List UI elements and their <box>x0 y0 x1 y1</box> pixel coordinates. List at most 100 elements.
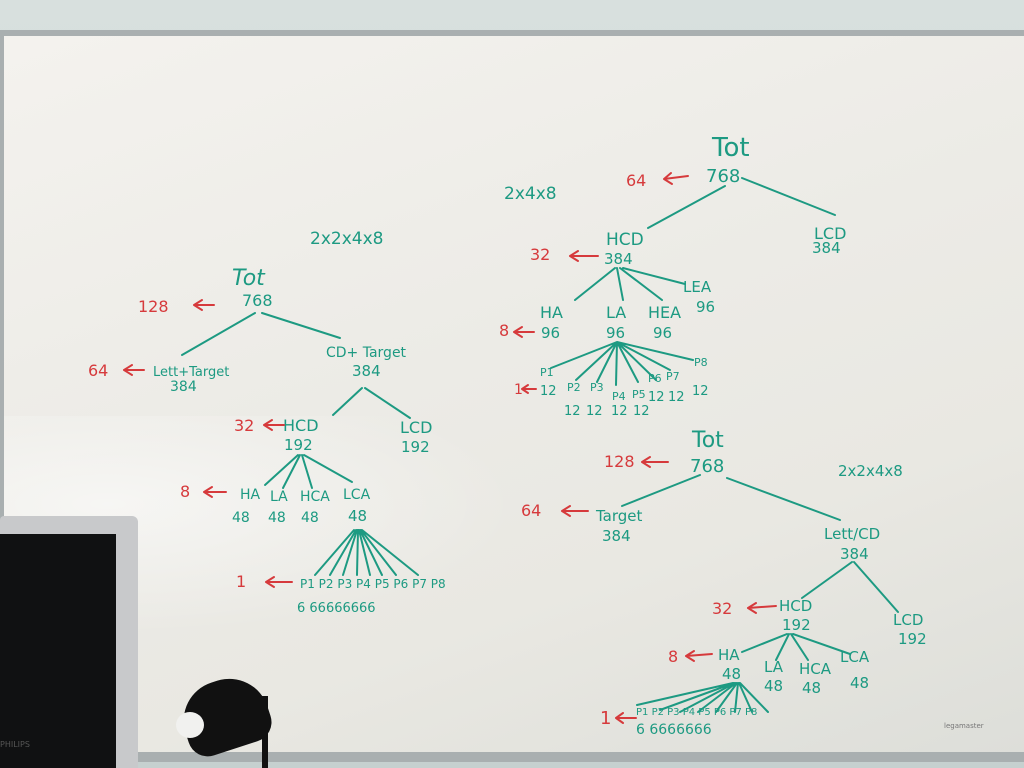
tree3-l4-labels: P1 P2 P3 P4 P5 P6 P7 P8 <box>636 707 757 718</box>
tree3-l3-label-1: HA <box>718 646 740 664</box>
tree2-l3-label-3: P3 <box>590 381 604 394</box>
board-logo: legamaster <box>944 722 984 730</box>
desk-lamp-bulb <box>176 712 204 738</box>
tree3-l4-values: 6 6666666 <box>636 722 712 738</box>
tree3-l2-right-label: LCD <box>893 611 923 629</box>
tree3-l2-left-label: HCD <box>779 597 812 615</box>
tree2-l3-value-6: 12 <box>648 390 665 405</box>
tree3-l1-arrow <box>561 505 589 517</box>
monitor-brand: PHILIPS <box>0 740 30 749</box>
tree1-l2-left-label: HCD <box>283 416 319 435</box>
tree1-l3-label-1: HA <box>240 487 261 503</box>
tree1-l3-side: 8 <box>180 482 190 501</box>
tree2-l3-label-4: P4 <box>612 390 626 403</box>
tree3-l2-side: 32 <box>712 599 732 618</box>
tree3-l3-value-1: 48 <box>722 665 741 683</box>
tree2-l2-value-4: 96 <box>696 298 715 316</box>
tree-3: 2x2x4x8 Tot 768 128 Target 384 64 Lett/C… <box>521 428 927 738</box>
tree2-l3-value-8: 12 <box>692 384 709 399</box>
tree3-l3-side: 8 <box>668 647 678 666</box>
tree-2: 2x4x8 Tot 768 64 HCD 384 32 LCD 384 LEA … <box>499 133 846 419</box>
tree1-l3-arrow <box>203 486 227 498</box>
tree2-l1-right-value: 384 <box>812 239 841 257</box>
tree1-l2-right-label: LCD <box>400 418 432 437</box>
tree2-l3-value-1: 12 <box>540 384 557 399</box>
tree1-l1-edges <box>332 387 411 419</box>
tree3-formula: 2x2x4x8 <box>838 462 903 480</box>
tree2-l2-label-4: LEA <box>683 278 712 296</box>
tree2-l1-left-label: HCD <box>606 230 644 250</box>
tree1-l4-arrow <box>265 576 293 588</box>
tree3-l4-side: 1 <box>600 708 611 729</box>
tree3-root-label: Tot <box>691 428 724 453</box>
tree2-l3-label-1: P1 <box>540 366 554 379</box>
tree1-l3-value-2: 48 <box>268 510 286 526</box>
tree1-l3-label-2: LA <box>270 489 288 505</box>
tree2-l2-value-2: 96 <box>606 324 625 342</box>
tree1-l1-right-value: 384 <box>352 362 381 380</box>
tree3-l1-right-label: Lett/CD <box>824 525 880 543</box>
tree3-l3-value-2: 48 <box>764 677 783 695</box>
tree2-l3-label-5: P5 <box>632 388 646 401</box>
tree2-l3-value-5: 12 <box>633 404 650 419</box>
tree1-l3-edges <box>314 529 419 576</box>
tree1-formula: 2x2x4x8 <box>310 229 383 249</box>
tree2-l3-label-8: P8 <box>694 356 708 369</box>
tree2-l3-arrow <box>521 384 537 394</box>
monitor <box>0 516 138 768</box>
tree2-root-value: 768 <box>706 166 740 187</box>
tree2-l1-left-value: 384 <box>604 250 633 268</box>
tree2-l3-value-4: 12 <box>611 404 628 419</box>
tree1-l2-side: 32 <box>234 416 254 435</box>
tree-1: 2x2x4x8 Tot 768 128 Lett+Target 384 64 C… <box>88 229 446 616</box>
tree3-l2-right-value: 192 <box>898 630 927 648</box>
tree1-l2-edges <box>264 454 353 489</box>
tree3-l3-label-4: LCA <box>840 648 870 666</box>
tree2-l3-label-7: P7 <box>666 370 680 383</box>
tree2-formula: 2x4x8 <box>504 184 557 204</box>
tree3-l3-label-3: HCA <box>799 660 832 678</box>
tree1-l1-right-label: CD+ Target <box>326 345 407 361</box>
tree3-l1-left-label: Target <box>595 507 643 525</box>
tree3-l2-left-value: 192 <box>782 616 811 634</box>
tree1-l3-label-4: LCA <box>343 487 371 503</box>
tree3-l2-edges <box>741 633 851 661</box>
tree2-l1-right-label: LCD <box>814 224 846 243</box>
tree2-l3-value-2: 12 <box>564 404 581 419</box>
tree3-l1-left-value: 384 <box>602 527 631 545</box>
tree3-root-arrow <box>641 456 669 468</box>
tree2-l1-arrow <box>569 250 599 262</box>
tree2-l1-side: 32 <box>530 245 550 264</box>
tree1-root-label: Tot <box>232 266 266 291</box>
tree2-root-arrow <box>663 172 689 185</box>
tree3-l3-arrow <box>685 650 713 662</box>
tree2-l2-label-1: HA <box>540 303 563 322</box>
tree1-l4-side: 1 <box>236 572 246 591</box>
tree2-root-side: 64 <box>626 171 646 190</box>
tree2-l2-label-2: LA <box>606 303 626 322</box>
tree1-l2-right-value: 192 <box>401 438 430 456</box>
tree3-l1-side: 64 <box>521 501 541 520</box>
tree3-l3-value-3: 48 <box>802 679 821 697</box>
tree3-root-edges <box>621 474 841 521</box>
tree2-l2-label-3: HEA <box>648 303 681 322</box>
tree3-root-side: 128 <box>604 452 635 471</box>
tree3-l4-arrow <box>615 712 637 724</box>
tree1-root-edges <box>181 312 341 356</box>
tree2-l1-edges <box>574 267 686 301</box>
tree2-root-label: Tot <box>711 133 750 163</box>
tree1-l3-value-4: 48 <box>348 507 367 525</box>
tree1-l4-labels: P1 P2 P3 P4 P5 P6 P7 P8 <box>300 577 446 591</box>
tree2-l2-value-3: 96 <box>653 324 672 342</box>
tree1-l1-left-value: 384 <box>170 379 197 395</box>
tree1-l3-label-3: HCA <box>300 489 330 505</box>
tree2-l3-value-3: 12 <box>586 404 603 419</box>
tree1-l2-left-value: 192 <box>284 436 313 454</box>
tree1-l3-value-3: 48 <box>301 510 319 526</box>
tree2-l3-value-7: 12 <box>668 390 685 405</box>
tree1-root-value: 768 <box>242 291 273 310</box>
tree3-l2-arrow <box>747 602 777 614</box>
tree1-l1-left-side: 64 <box>88 361 108 380</box>
monitor-screen <box>0 534 116 768</box>
